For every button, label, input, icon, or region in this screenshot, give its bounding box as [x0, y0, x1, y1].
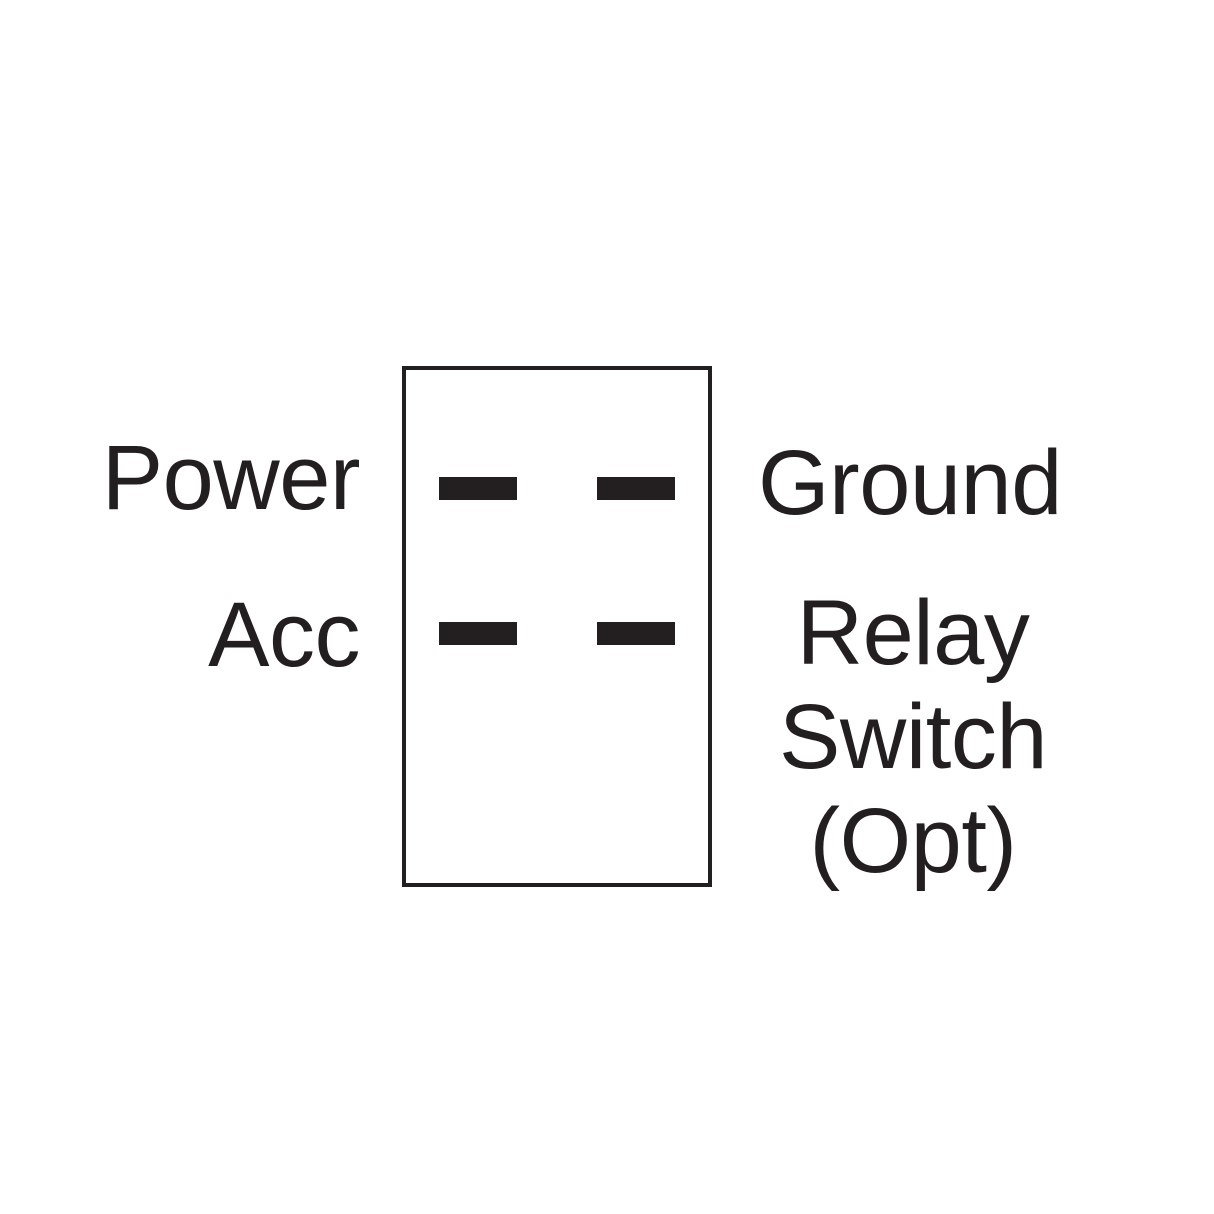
relay-switch-label-line2: Switch [779, 686, 1047, 788]
relay-switch-label-line1: Relay [796, 582, 1030, 684]
switch-body-outline [402, 366, 712, 887]
relay-switch-label-line3: (Opt) [809, 790, 1017, 892]
power-label: Power [101, 427, 361, 529]
ground-label: Ground [758, 432, 1062, 534]
ground-terminal-pin [597, 477, 675, 500]
relay-terminal-pin [597, 622, 675, 645]
relay-switch-label: Relay Switch (Opt) [753, 581, 1073, 893]
acc-terminal-pin [439, 622, 517, 645]
acc-label: Acc [208, 584, 360, 686]
power-terminal-pin [439, 477, 517, 500]
